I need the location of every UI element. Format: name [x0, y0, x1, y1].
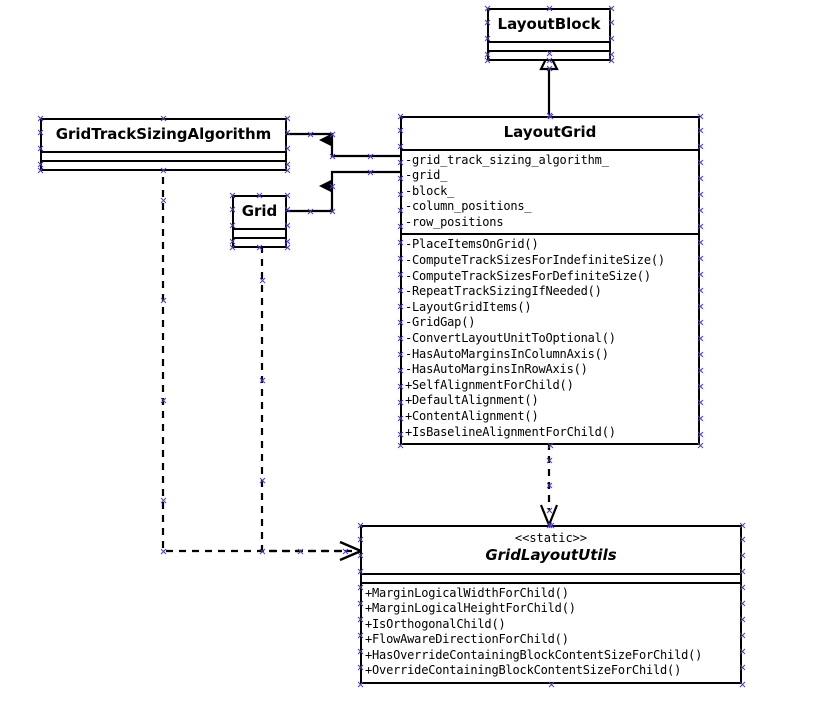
method-row-0: +MarginLogicalWidthForChild()	[365, 585, 569, 600]
edge-port-marker	[367, 169, 374, 176]
method-row-3: -RepeatTrackSizingIfNeeded()	[405, 284, 602, 299]
edge-port-marker	[546, 65, 553, 72]
edge-port-marker	[259, 377, 266, 384]
attribute-row-4: -row_positions	[405, 214, 504, 229]
class-stereotype-label: <<static>>	[514, 531, 588, 545]
attribute-row-3: -column_positions_	[405, 199, 532, 214]
dependency-layoutgrid-to-gridlayoututils	[539, 443, 559, 528]
attribute-row-1: -grid_	[405, 168, 448, 183]
dependency-grid-to-gridlayoututils	[260, 233, 365, 562]
method-row-8: -HasAutoMarginsInRowAxis()	[405, 362, 588, 377]
method-row-2: +IsOrthogonalChild()	[365, 616, 506, 631]
edge-port-marker	[329, 153, 336, 160]
method-row-0: -PlaceItemsOnGrid()	[405, 237, 539, 252]
method-row-4: +HasOverrideContainingBlockContentSizeFo…	[365, 647, 703, 662]
attributes-compartment-gridlayoututils	[362, 572, 740, 582]
edge-port-marker	[259, 548, 266, 555]
edge-port-marker	[160, 548, 167, 555]
edge-port-marker	[342, 548, 349, 555]
class-box-gridlayoututils[interactable]: <<static>> GridLayoutUtils +MarginLogica…	[360, 525, 742, 685]
method-row-1: -ComputeTrackSizesForIndefiniteSize()	[405, 253, 665, 268]
methods-compartment-layoutblock	[489, 49, 609, 59]
attributes-compartment-layoutblock	[489, 40, 609, 50]
edge-port-marker	[160, 197, 167, 204]
edge-port-marker	[329, 208, 336, 215]
class-name-label: LayoutGrid	[503, 123, 597, 141]
class-box-gridtracksizingalgorithm[interactable]: GridTrackSizingAlgorithm	[40, 118, 287, 171]
edge-port-marker	[259, 277, 266, 284]
attributes-compartment-grid	[234, 227, 285, 237]
association-grid-to-layoutgrid	[287, 170, 400, 213]
edge-port-marker	[259, 477, 266, 484]
edge-port-marker	[160, 397, 167, 404]
method-row-10: +DefaultAlignment()	[405, 393, 539, 408]
edge-port-marker	[546, 482, 553, 489]
method-row-9: +SelfAlignmentForChild()	[405, 377, 574, 392]
method-row-7: -HasAutoMarginsInColumnAxis()	[405, 346, 609, 361]
class-box-grid[interactable]: Grid	[232, 195, 287, 248]
class-title-grid: Grid	[234, 197, 285, 228]
methods-compartment-layoutgrid: -PlaceItemsOnGrid()-ComputeTrackSizesFor…	[402, 233, 698, 443]
class-name-label: Grid	[241, 202, 278, 220]
method-row-6: -ConvertLayoutUnitToOptional()	[405, 331, 616, 346]
edge-port-marker	[307, 208, 314, 215]
class-title-layoutgrid: LayoutGrid	[402, 118, 698, 149]
method-row-5: +OverrideContainingBlockContentSizeForCh…	[365, 663, 682, 678]
edge-port-marker	[546, 507, 553, 514]
edge-port-marker	[329, 183, 336, 190]
edge-port-marker	[367, 153, 374, 160]
method-row-5: -GridGap()	[405, 315, 476, 330]
methods-compartment-gridlayoututils: +MarginLogicalWidthForChild()+MarginLogi…	[362, 581, 740, 683]
class-title-gridlayoututils: <<static>> GridLayoutUtils	[362, 527, 740, 573]
edge-port-marker	[160, 497, 167, 504]
edge-port-marker	[297, 548, 304, 555]
class-name-label: GridLayoutUtils	[485, 546, 617, 564]
class-box-layoutblock[interactable]: LayoutBlock	[487, 8, 611, 61]
method-row-11: +ContentAlignment()	[405, 409, 539, 423]
class-name-label: GridTrackSizingAlgorithm	[55, 125, 272, 143]
class-title-gridtracksizingalgorithm: GridTrackSizingAlgorithm	[42, 120, 285, 151]
edge-port-marker	[329, 131, 336, 138]
attribute-row-0: -grid_track_sizing_algorithm_	[405, 152, 609, 167]
method-row-3: +FlowAwareDirectionForChild()	[365, 632, 569, 647]
methods-compartment-grid	[234, 236, 285, 246]
attributes-compartment-layoutgrid: -grid_track_sizing_algorithm_-grid_-bloc…	[402, 148, 698, 234]
method-row-12: +IsBaselineAlignmentForChild()	[405, 424, 616, 439]
method-row-4: -LayoutGridItems()	[405, 299, 532, 314]
class-box-layoutgrid[interactable]: LayoutGrid -grid_track_sizing_algorithm_…	[400, 116, 700, 446]
class-title-layoutblock: LayoutBlock	[489, 10, 609, 41]
class-name-label: LayoutBlock	[497, 15, 601, 33]
edge-port-marker	[546, 457, 553, 464]
edge-port-marker	[160, 297, 167, 304]
method-row-2: -ComputeTrackSizesForDefiniteSize()	[405, 268, 651, 283]
edge-port-marker	[307, 131, 314, 138]
association-gridtracksizingalgorithm-to-layoutgrid	[287, 132, 400, 158]
generalization-layoutgrid-to-layoutblock	[539, 50, 559, 115]
attribute-row-2: -block_	[405, 183, 455, 198]
attributes-compartment-gridtracksizingalgorithm	[42, 150, 285, 160]
methods-compartment-gridtracksizingalgorithm	[42, 159, 285, 169]
method-row-1: +MarginLogicalHeightForChild()	[365, 601, 576, 616]
